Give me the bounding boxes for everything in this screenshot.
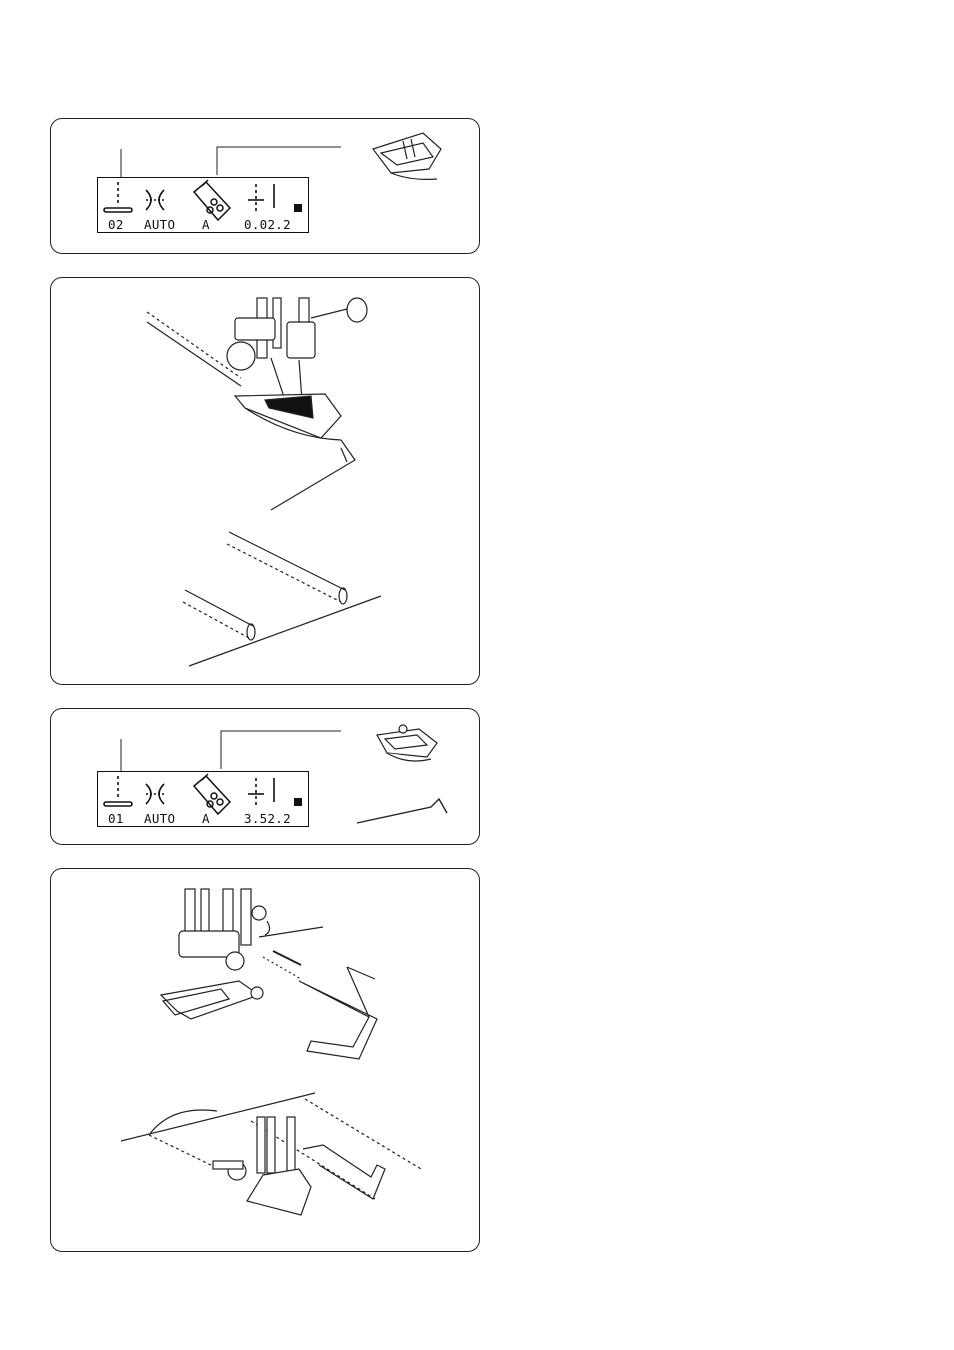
foot-and-guide-illustration: [51, 709, 481, 846]
panel-straight-stitch-setting: 02 AUTO A 0.02.2: [50, 118, 480, 254]
panel-sewing-illustration: [50, 277, 480, 685]
panel-quilting-setting: 01 AUTO A 3.52.2: [50, 708, 480, 845]
panel-quilting-guide-illustration: [50, 868, 480, 1252]
foot-illustration: [51, 119, 481, 255]
quilting-guide-illustration: [51, 869, 481, 1253]
sewing-foot-illustration: [51, 278, 481, 686]
